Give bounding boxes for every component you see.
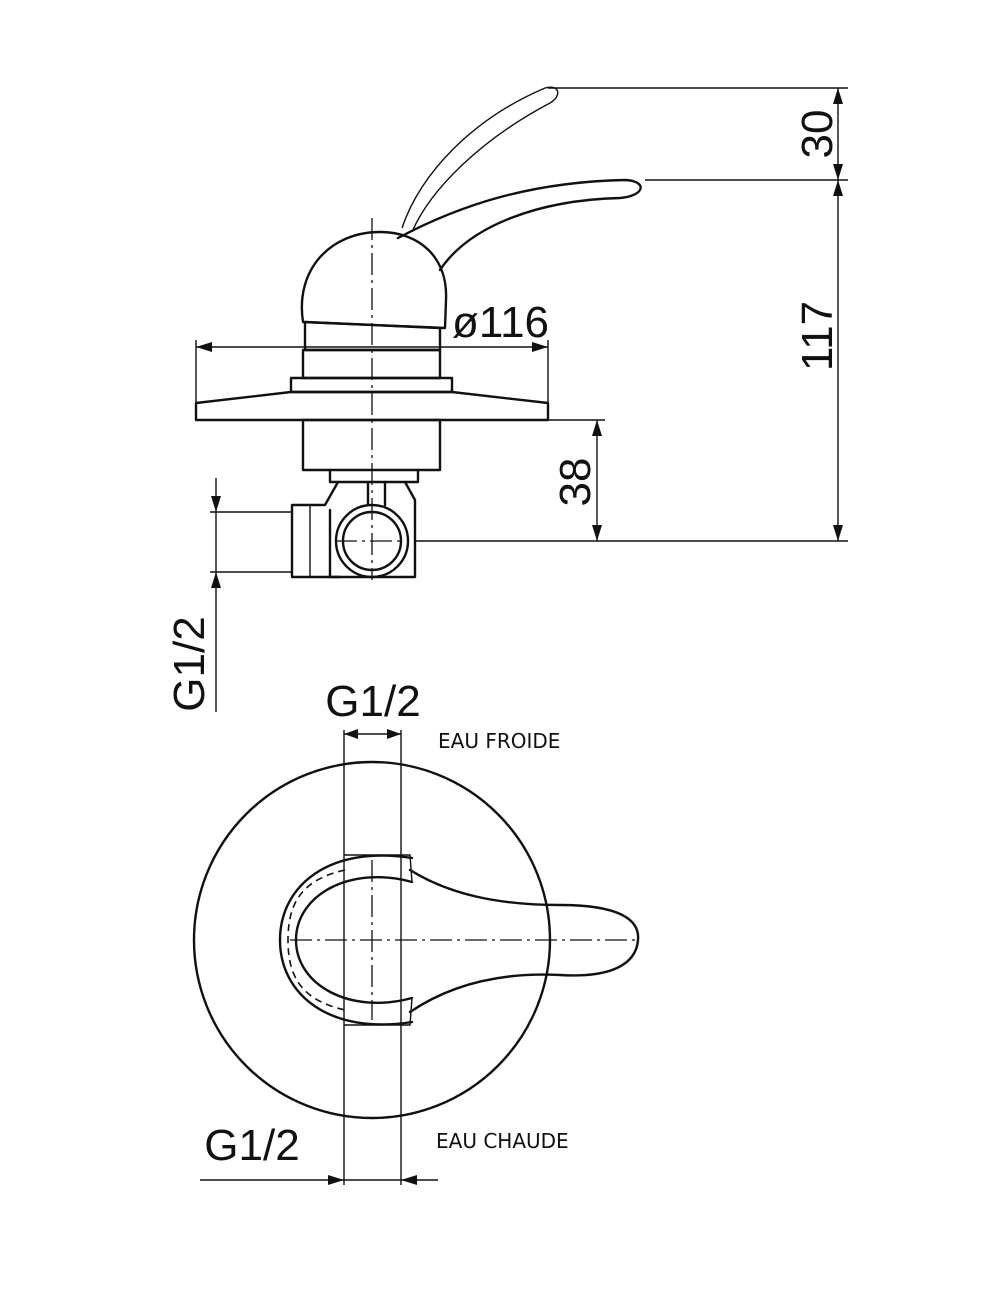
front-lever [408, 868, 640, 1014]
arrow-side-thread-top [211, 496, 221, 512]
arrow-bottom-thread-left [328, 1175, 344, 1185]
handle-head [300, 230, 448, 330]
dim-label-30: 30 [793, 110, 842, 159]
arrow-116-left [196, 342, 212, 352]
arrow-30-bottom [833, 164, 843, 180]
front-handle-ring [278, 854, 414, 1026]
dim-label-top-thread: G1/2 [325, 677, 420, 726]
arrow-side-thread-bottom [211, 572, 221, 588]
front-handle-inner-dash [287, 869, 346, 1011]
lower-body-step [328, 468, 420, 484]
lever-lower-outline [396, 178, 642, 272]
dim-label-117: 117 [793, 301, 842, 371]
arrow-117-top [833, 180, 843, 196]
label-cold-water: EAU FROIDE [438, 729, 560, 753]
arrow-116-right [532, 342, 548, 352]
label-hot-water: EAU CHAUDE [436, 1129, 569, 1153]
front-body-frame [344, 854, 413, 1026]
arrow-38-top [592, 420, 602, 436]
dim-label-38: 38 [551, 458, 600, 507]
arrow-bottom-thread-right [401, 1175, 417, 1185]
arrow-top-thread-right [387, 729, 401, 739]
side-inlet-fitting [290, 480, 342, 579]
front-view: G1/2 EAU FROIDE G1/2 EAU CHAUDE [192, 677, 640, 1185]
arrow-30-top [833, 88, 843, 104]
dim-label-116: ø116 [452, 298, 549, 347]
cylinder-housing [328, 480, 417, 579]
arrow-top-thread-left [344, 729, 358, 739]
dim-label-side-thread: G1/2 [165, 616, 214, 711]
arrow-117-bottom [833, 525, 843, 541]
dim-label-bottom-thread: G1/2 [204, 1121, 299, 1170]
arrow-38-bottom [592, 525, 602, 541]
lever-raised-outline [401, 86, 559, 233]
side-view: 30 117 ø116 38 G1/2 [165, 86, 848, 712]
inlet-stem [366, 480, 387, 507]
